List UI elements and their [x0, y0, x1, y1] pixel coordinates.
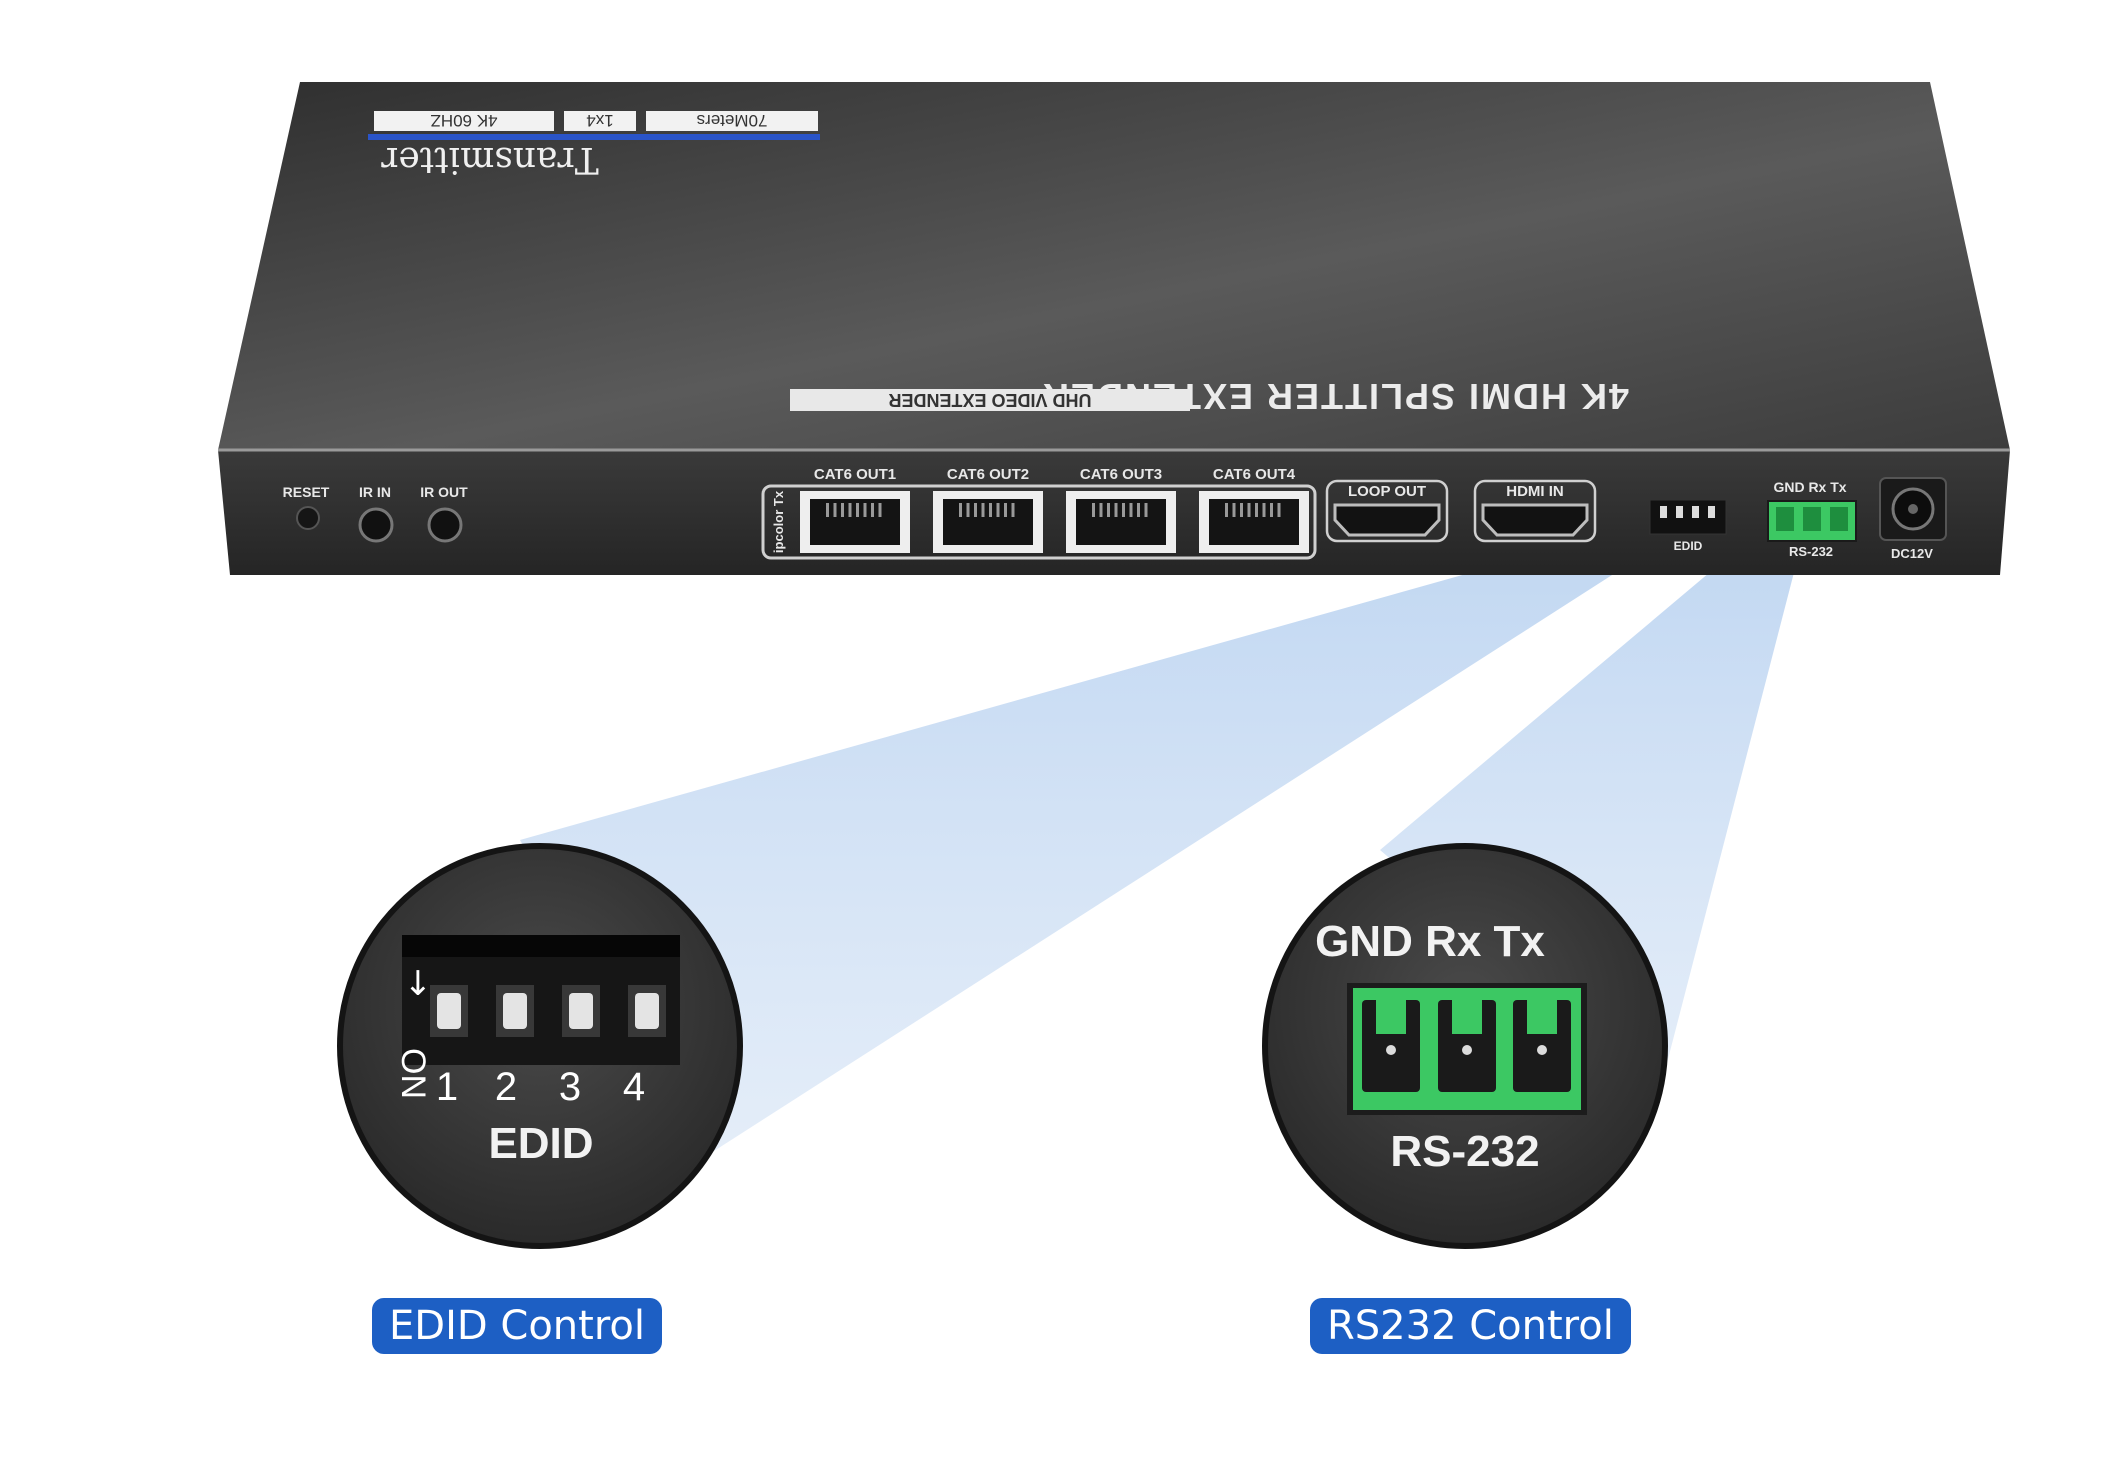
rs232-control-caption: RS232 Control: [1310, 1298, 1631, 1354]
edid-switch-number-4: 4: [623, 1065, 645, 1109]
rj45-pin: [848, 503, 852, 517]
cat6-out2-socket: [943, 499, 1033, 545]
rj45-pin: [1277, 503, 1281, 517]
cat6-out1-socket: [810, 499, 900, 545]
ir-in-label: IR IN: [359, 484, 391, 500]
loop-out-port[interactable]: [1333, 503, 1441, 537]
ir-in-jack[interactable]: [358, 507, 394, 543]
rs232-zoom-header: GND Rx Tx: [1315, 917, 1545, 966]
loop-out-label: LOOP OUT: [1348, 483, 1426, 500]
dc-label: DC12V: [1891, 546, 1933, 561]
rj45-pin: [1092, 503, 1095, 517]
cat6-out1-label: CAT6 OUT1: [814, 466, 896, 483]
rj45-pin: [1232, 503, 1236, 517]
rj45-pin: [966, 503, 970, 517]
ir-out-label: IR OUT: [420, 484, 468, 500]
brand-vertical: ipcolor Tx: [771, 490, 786, 553]
rj45-pin: [1011, 503, 1015, 517]
rj45-pin: [833, 503, 837, 517]
ir-out-jack[interactable]: [427, 507, 463, 543]
edid-control-caption: EDID Control: [372, 1298, 662, 1354]
rj45-pin: [1122, 503, 1125, 517]
edid-small-label: EDID: [1674, 539, 1703, 553]
edid-switch-number-1: 1: [436, 1065, 458, 1109]
rj45-pin: [1247, 503, 1251, 517]
edid-arrow-icon: ↓: [404, 964, 433, 1004]
edid-on-label: ON: [394, 1048, 432, 1099]
rj45-pin: [1262, 503, 1266, 517]
rs232-small-label: RS-232: [1789, 544, 1833, 559]
edid-switch-number-2: 2: [495, 1065, 517, 1109]
reset-label: RESET: [283, 484, 330, 500]
rs232-zoom-label: RS-232: [1390, 1127, 1539, 1176]
cat6-out3-label: CAT6 OUT3: [1080, 466, 1162, 483]
edid-switch-number-3: 3: [559, 1065, 581, 1109]
rj45-pin: [1137, 503, 1140, 517]
hdmi-in-port[interactable]: [1481, 503, 1589, 537]
rj45-pin: [841, 503, 844, 517]
rj45-pin: [996, 503, 1000, 517]
cat6-out4-label: CAT6 OUT4: [1213, 466, 1296, 483]
rj45-pin: [1144, 503, 1148, 517]
hdmi-in-label: HDMI IN: [1506, 483, 1564, 500]
rj45-pin: [878, 503, 882, 517]
rj45-pin: [989, 503, 992, 517]
gnd-rx-tx-small-label: GND Rx Tx: [1773, 479, 1846, 495]
device-top: [218, 82, 2010, 450]
cat6-out2-label: CAT6 OUT2: [947, 466, 1029, 483]
badge-2: 4K 60HZ: [430, 111, 497, 130]
edid-beam: [520, 525, 1690, 1160]
rj45-pin: [1099, 503, 1103, 517]
rs232-beam: [1380, 530, 1805, 1090]
rj45-pin: [863, 503, 867, 517]
rj45-pin: [1004, 503, 1007, 517]
rj45-pin: [1240, 503, 1243, 517]
rj45-pin: [1129, 503, 1133, 517]
rj45-pin: [826, 503, 829, 517]
rj45-pin: [1225, 503, 1228, 517]
rj45-pin: [1114, 503, 1118, 517]
reset-button[interactable]: [296, 506, 320, 530]
cat6-out3-socket: [1076, 499, 1166, 545]
edid-zoom-label: EDID: [488, 1119, 593, 1168]
role-label: Transmitter: [380, 139, 598, 180]
rj45-pin: [871, 503, 874, 517]
rj45-pin: [856, 503, 859, 517]
rj45-pin: [959, 503, 962, 517]
rj45-pin: [981, 503, 985, 517]
rj45-pin: [974, 503, 977, 517]
cat6-out4-socket: [1209, 499, 1299, 545]
badge-1: 1x4: [586, 111, 613, 130]
model-subtitle: UHD VIDEO EXTENDER: [888, 390, 1091, 410]
badge-0: 70Meters: [697, 111, 768, 130]
rj45-pin: [1107, 503, 1110, 517]
rj45-pin: [1255, 503, 1258, 517]
rj45-pin: [1270, 503, 1273, 517]
